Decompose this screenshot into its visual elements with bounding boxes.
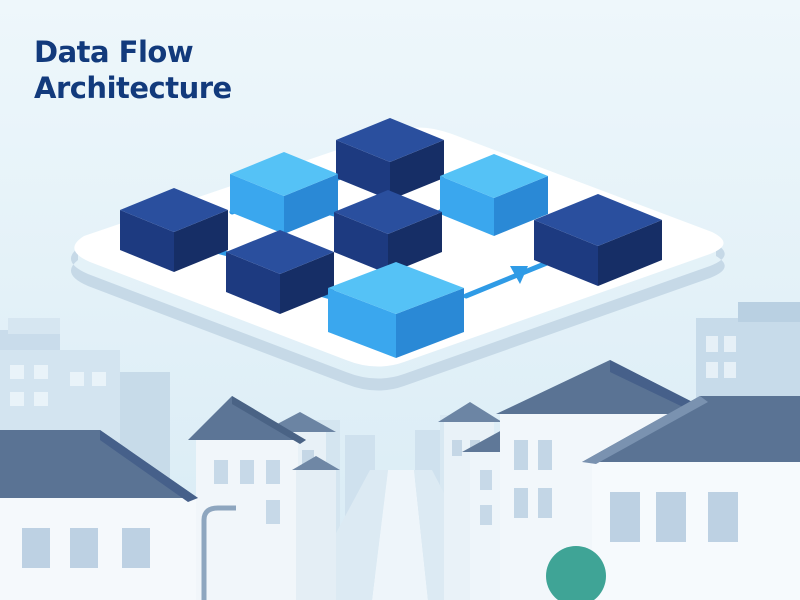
- node-bottom-center: [328, 262, 464, 358]
- node-bottom-center-right-face: [396, 288, 464, 358]
- node-upper-right-left-face: [440, 176, 494, 236]
- node-top-center-top-face: [336, 118, 444, 162]
- title-line-1: Data Flow: [34, 35, 194, 69]
- node-lower-left-right-face: [280, 252, 334, 314]
- node-right-top-face: [534, 194, 662, 246]
- node-top-center-right-face: [390, 140, 444, 200]
- node-left-left-face: [120, 210, 174, 272]
- node-right-left-face: [534, 220, 598, 286]
- node-top-center: [336, 118, 444, 200]
- node-upper-right-top-face: [440, 154, 548, 198]
- node-upper-left: [230, 152, 338, 234]
- left-houses: [0, 396, 340, 600]
- page-title: Data Flow Architecture: [34, 34, 232, 106]
- node-lower-left-left-face: [226, 252, 280, 314]
- node-top-center-left-face: [336, 140, 390, 200]
- node-right-right-face: [598, 220, 662, 286]
- node-lower-left: [226, 230, 334, 314]
- node-right: [534, 194, 662, 286]
- node-center: [334, 190, 442, 274]
- node-bottom-center-top-face: [328, 262, 464, 314]
- node-upper-left-top-face: [230, 152, 338, 196]
- node-center-top-face: [334, 190, 442, 234]
- node-upper-left-left-face: [230, 174, 284, 234]
- node-upper-right: [440, 154, 548, 236]
- diagram-nodes: [120, 118, 662, 358]
- node-left: [120, 188, 228, 272]
- node-bottom-center-left-face: [328, 288, 396, 358]
- node-center-right-face: [388, 212, 442, 274]
- title-line-2: Architecture: [34, 71, 232, 105]
- street-lamp: [201, 505, 236, 600]
- node-left-top-face: [120, 188, 228, 232]
- tree: [546, 546, 606, 600]
- node-lower-left-top-face: [226, 230, 334, 274]
- node-upper-right-right-face: [494, 176, 548, 236]
- street: [372, 470, 428, 600]
- node-left-right-face: [174, 210, 228, 272]
- arrow-head-icon: [510, 266, 528, 284]
- node-center-left-face: [334, 212, 388, 274]
- node-upper-left-right-face: [284, 174, 338, 234]
- right-houses: [438, 360, 800, 600]
